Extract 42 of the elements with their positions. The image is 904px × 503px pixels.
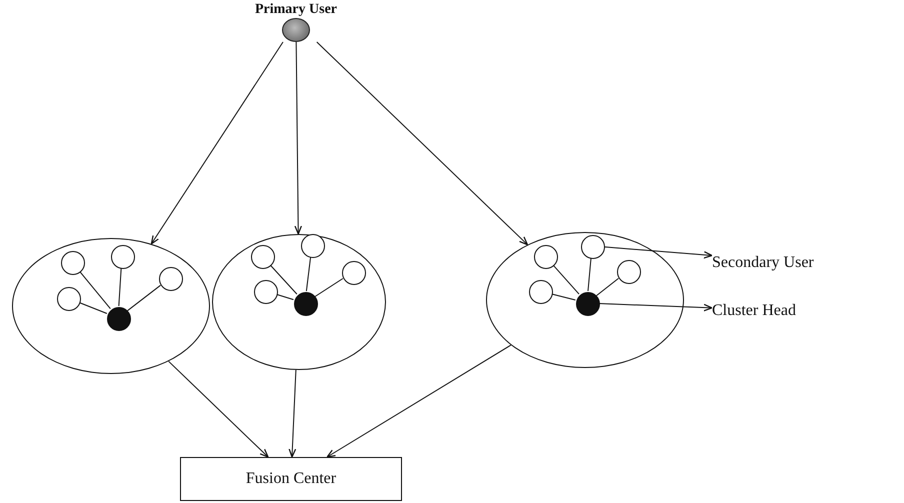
node-circle [111, 245, 135, 269]
connector-line [596, 278, 619, 296]
cluster-head-dot [294, 292, 318, 316]
node-circle [301, 234, 325, 258]
connector-line [551, 294, 576, 300]
cluster-ellipse [12, 238, 210, 374]
node-label: Secondary User [712, 252, 902, 274]
connector-line [270, 264, 298, 295]
arrow [150, 42, 284, 244]
arrow [598, 303, 713, 312]
node-circle [617, 260, 641, 284]
cluster-head-dot [107, 307, 131, 331]
connector-line [127, 284, 161, 312]
cluster-ellipse [486, 232, 684, 368]
connector-line [78, 302, 108, 314]
node-circle [581, 235, 605, 259]
arrow [288, 370, 296, 458]
node-circle [57, 287, 81, 311]
connector-line [588, 258, 592, 292]
connector-line [79, 270, 111, 310]
node-circle [61, 251, 85, 275]
cluster-head-dot [576, 292, 600, 316]
arrow [168, 360, 269, 458]
cluster-ellipse [212, 234, 386, 370]
node-circle [342, 261, 366, 285]
node-circle [529, 280, 553, 304]
connector-line [118, 268, 122, 306]
node-circle [159, 267, 183, 291]
arrow [326, 344, 512, 458]
connector-line [552, 264, 580, 295]
arrow [294, 42, 302, 235]
node-circle [251, 245, 275, 269]
process-box: Fusion Center [180, 457, 402, 501]
node-circle [534, 245, 558, 269]
node-label: Cluster Head [712, 300, 872, 322]
arrow [604, 246, 713, 259]
connector-line [314, 278, 344, 297]
node-label: Primary User [254, 2, 338, 18]
arrow [316, 42, 528, 246]
connector-line [306, 256, 312, 292]
connector-line [276, 294, 294, 300]
node-circle [254, 280, 278, 304]
